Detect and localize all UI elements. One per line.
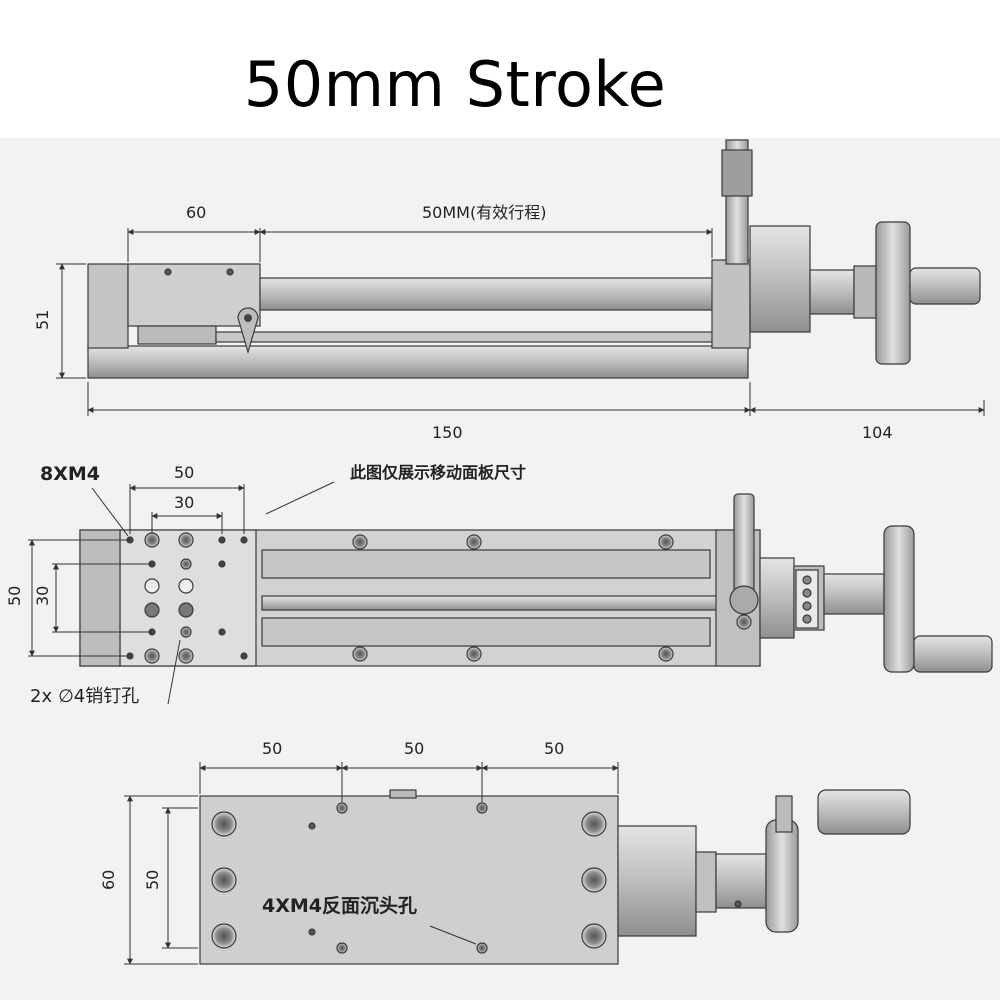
dim-vertical-outer: 50 bbox=[5, 586, 24, 606]
dim-stroke: 50MM(有效行程) bbox=[422, 203, 546, 222]
top-clamp-lever bbox=[733, 493, 755, 599]
dim-base-length: 150 bbox=[432, 423, 463, 442]
bearing-housing bbox=[749, 225, 811, 333]
dim-spacing-2: 50 bbox=[404, 739, 424, 758]
dim-hole-inner: 30 bbox=[174, 493, 194, 512]
right-end-block bbox=[711, 259, 751, 349]
top-handwheel-grip bbox=[913, 635, 993, 673]
top-view-dimensions bbox=[28, 481, 335, 705]
label-pins: 2x∅4销钉孔 bbox=[30, 686, 139, 707]
label-counterbore: 4XM4反面沉头孔 bbox=[262, 895, 417, 917]
center-screw bbox=[261, 595, 723, 611]
bottom-bearing bbox=[617, 825, 697, 937]
page-title: 50mm Stroke bbox=[243, 48, 667, 121]
top-handwheel bbox=[883, 525, 915, 673]
bottom-plate bbox=[199, 795, 619, 965]
base-plate bbox=[87, 345, 749, 379]
handwheel-grip bbox=[909, 267, 981, 305]
scale-display bbox=[795, 569, 819, 629]
bottom-handwheel-grip bbox=[817, 789, 911, 835]
upper-groove bbox=[261, 549, 711, 579]
bottom-view bbox=[199, 789, 911, 965]
lead-screw bbox=[259, 277, 717, 311]
front-view-dimensions bbox=[56, 228, 985, 416]
bottom-view-dimensions bbox=[124, 762, 619, 965]
dim-vertical-inner: 30 bbox=[33, 586, 52, 606]
left-end-block bbox=[87, 263, 129, 349]
front-view bbox=[87, 139, 981, 379]
dim-width-inner: 50 bbox=[143, 870, 162, 890]
scale-pointer bbox=[237, 307, 259, 355]
bottom-handwheel bbox=[765, 819, 799, 933]
lower-groove bbox=[261, 617, 711, 647]
top-bearing bbox=[759, 557, 795, 639]
moving-panel bbox=[119, 529, 257, 667]
handwheel bbox=[875, 221, 911, 365]
dim-hole-outer: 50 bbox=[174, 463, 194, 482]
dim-height: 51 bbox=[33, 310, 52, 330]
label-threads: 8XM4 bbox=[40, 463, 100, 485]
dim-spacing-3: 50 bbox=[544, 739, 564, 758]
note-panel: 此图仅展示移动面板尺寸 bbox=[350, 463, 526, 482]
dim-handle-length: 104 bbox=[862, 423, 893, 442]
dim-spacing-1: 50 bbox=[262, 739, 282, 758]
top-view bbox=[79, 493, 993, 673]
guide-strip bbox=[215, 331, 717, 343]
dim-width-outer: 60 bbox=[99, 870, 118, 890]
slider-lower-rail bbox=[137, 325, 217, 345]
dim-slider-width: 60 bbox=[186, 203, 206, 222]
